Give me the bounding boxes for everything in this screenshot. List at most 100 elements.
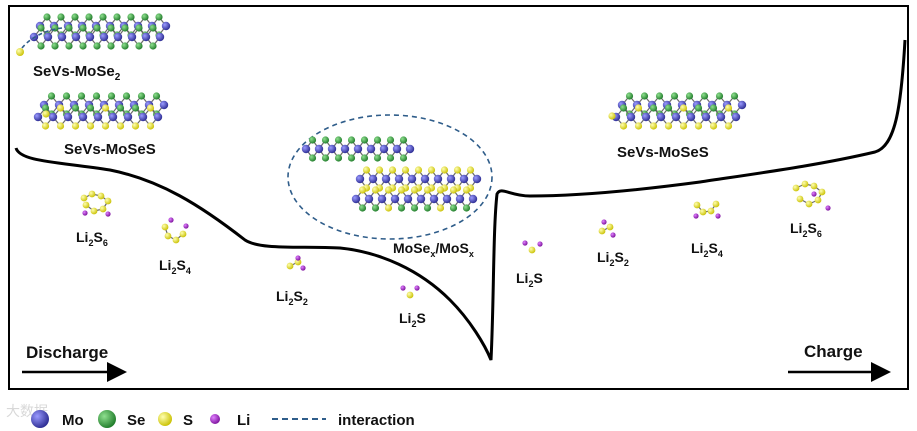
se-atom <box>664 104 673 112</box>
li-atom <box>715 213 721 219</box>
mo-atom <box>368 174 378 184</box>
mo-atom <box>113 32 123 42</box>
legend-mo-atom <box>31 410 49 428</box>
molecule-li2s6-right <box>792 180 831 211</box>
s-atom <box>56 122 65 130</box>
li-atom <box>825 205 831 211</box>
s-atom-top-left <box>16 48 24 56</box>
se-atom <box>37 24 45 32</box>
s-atom <box>286 262 294 270</box>
mo-atom <box>429 194 439 204</box>
mo-atom <box>442 194 452 204</box>
se-atom <box>71 13 79 21</box>
s-atom <box>90 207 98 215</box>
diagram-frame <box>8 5 909 390</box>
mo-atom <box>123 112 133 122</box>
s-atom <box>528 246 536 254</box>
label-li2s6-left: Li2S6 <box>76 229 108 248</box>
molecule-li2s2-right <box>598 219 616 238</box>
se-atom <box>321 136 330 144</box>
mo-atom <box>472 174 482 184</box>
s-atom <box>634 122 643 130</box>
se-atom <box>449 204 458 212</box>
se-atom <box>113 13 121 21</box>
s-atom <box>56 104 65 112</box>
s-atom <box>712 200 720 208</box>
mo-atom <box>459 174 469 184</box>
se-atom <box>37 42 45 50</box>
label-mosex-mosx: MoSex/MoSx <box>393 240 474 259</box>
mo-atom <box>656 112 666 122</box>
mo-atom <box>48 112 58 122</box>
s-atom <box>388 166 397 174</box>
molecule-li2s-right <box>522 240 543 254</box>
li-atom <box>82 210 88 216</box>
se-atom <box>107 24 115 32</box>
molecule-li2s6-left <box>80 190 112 217</box>
s-atom <box>634 104 643 112</box>
s-atom <box>699 208 707 216</box>
se-atom <box>462 204 471 212</box>
se-atom <box>155 13 163 21</box>
se-atom <box>57 13 65 21</box>
s-atom <box>410 186 419 194</box>
legend-mo-label: Mo <box>62 412 84 429</box>
s-atom <box>42 110 50 118</box>
mo-atom <box>153 112 163 122</box>
mo-atom <box>78 112 88 122</box>
mo-atom <box>364 194 374 204</box>
s-atom <box>82 201 90 209</box>
crystal-slab <box>33 104 163 130</box>
mo-atom <box>355 174 365 184</box>
li-atom <box>522 240 528 246</box>
s-atom <box>146 104 155 112</box>
s-atom <box>161 223 169 231</box>
s-atom <box>724 104 733 112</box>
se-atom <box>334 154 343 162</box>
se-atom <box>334 136 343 144</box>
s-atom <box>358 186 367 194</box>
se-atom <box>131 104 140 112</box>
s-atom <box>810 182 818 190</box>
se-atom <box>685 92 694 100</box>
legend: 大数据 Mo Se S Li interaction <box>6 403 415 429</box>
se-atom <box>135 24 143 32</box>
li-atom <box>601 219 607 225</box>
mo-atom <box>155 32 165 42</box>
s-atom <box>436 204 445 212</box>
se-atom <box>700 92 709 100</box>
se-atom <box>410 204 419 212</box>
mo-atom <box>737 100 747 110</box>
se-atom <box>47 92 56 100</box>
se-atom <box>397 204 406 212</box>
mo-atom <box>63 112 73 122</box>
mo-atom <box>99 32 109 42</box>
s-atom <box>86 122 95 130</box>
se-atom <box>670 92 679 100</box>
mo-atom <box>381 174 391 184</box>
se-atom <box>122 92 131 100</box>
s-atom <box>462 186 471 194</box>
s-atom <box>707 207 715 215</box>
s-atom <box>440 166 449 174</box>
s-atom <box>801 180 809 188</box>
s-atom <box>401 166 410 174</box>
label-li2s4-right: Li2S4 <box>691 240 723 259</box>
li-atom <box>693 213 699 219</box>
s-atom <box>606 223 614 231</box>
s-atom <box>427 166 436 174</box>
s-atom <box>598 227 606 235</box>
mo-atom <box>57 32 67 42</box>
mo-atom <box>353 144 363 154</box>
mo-atom <box>127 32 137 42</box>
mo-atom <box>468 194 478 204</box>
se-atom <box>373 136 382 144</box>
molecule-li2s-left <box>400 285 420 299</box>
s-atom <box>375 166 384 174</box>
mo-atom <box>340 144 350 154</box>
li-atom <box>400 285 406 291</box>
se-atom <box>149 42 157 50</box>
s-atom <box>694 122 703 130</box>
se-atom <box>107 92 116 100</box>
se-atom <box>619 104 628 112</box>
